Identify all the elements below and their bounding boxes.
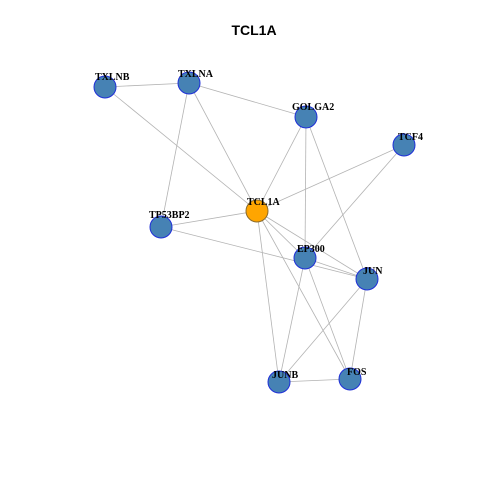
node-circle[interactable] xyxy=(294,105,318,129)
edge-ep300-fos xyxy=(304,257,351,380)
edge-ep300-junb xyxy=(278,257,306,383)
edge-junb-fos xyxy=(278,378,351,383)
edge-tp53bp2-jun xyxy=(160,226,368,280)
edge-tcf4-ep300 xyxy=(304,144,405,259)
node-fos[interactable]: FOS xyxy=(338,367,367,391)
node-label: FOS xyxy=(347,367,367,378)
edge-txlnb-tcl1a xyxy=(104,86,258,212)
edge-tcl1a-tp53bp2 xyxy=(160,210,258,228)
node-label: TCF4 xyxy=(398,132,423,143)
edge-txlna-tcl1a xyxy=(188,82,258,212)
node-circle[interactable] xyxy=(392,133,416,157)
node-tcf4[interactable]: TCF4 xyxy=(392,132,423,157)
node-golga2[interactable]: GOLGA2 xyxy=(292,102,334,129)
node-txlnb[interactable]: TXLNB xyxy=(93,72,130,99)
node-circle[interactable] xyxy=(93,75,117,99)
edge-jun-fos xyxy=(349,278,368,380)
node-txlna[interactable]: TXLNA xyxy=(177,69,214,95)
node-circle[interactable] xyxy=(338,367,362,391)
edge-txlna-tp53bp2 xyxy=(160,82,190,228)
node-circle[interactable] xyxy=(149,215,173,239)
node-label: TXLNA xyxy=(178,69,214,80)
edge-tcf4-tcl1a xyxy=(256,144,405,212)
edge-golga2-tcl1a xyxy=(256,116,307,212)
node-circle[interactable] xyxy=(267,370,291,394)
node-tp53bp2[interactable]: TP53BP2 xyxy=(149,210,190,239)
node-ep300[interactable]: EP300 xyxy=(293,244,325,270)
edge-tcl1a-fos xyxy=(256,210,351,380)
diagram-title: TCL1A xyxy=(231,22,276,38)
node-label: TP53BP2 xyxy=(149,210,190,221)
node-label: JUN xyxy=(363,266,383,277)
node-circle[interactable] xyxy=(293,246,317,270)
edge-golga2-jun xyxy=(305,116,368,280)
edge-jun-junb xyxy=(278,278,368,383)
node-label: EP300 xyxy=(297,244,325,255)
edge-txlnb-txlna xyxy=(104,82,190,88)
edge-tcl1a-jun xyxy=(256,210,368,280)
node-label: TXLNB xyxy=(95,72,130,83)
edge-layer xyxy=(104,82,405,383)
node-label: TCL1A xyxy=(247,197,281,208)
edge-golga2-ep300 xyxy=(304,116,307,259)
node-label: GOLGA2 xyxy=(292,102,334,113)
node-circle[interactable] xyxy=(177,71,201,95)
node-circle[interactable] xyxy=(355,267,379,291)
node-circle[interactable] xyxy=(245,199,269,223)
node-label: JUNB xyxy=(272,370,298,381)
edge-txlna-golga2 xyxy=(188,82,307,118)
node-junb[interactable]: JUNB xyxy=(267,370,298,394)
node-tcl1a[interactable]: TCL1A xyxy=(245,197,281,223)
node-jun[interactable]: JUN xyxy=(355,266,383,291)
edge-tcl1a-junb xyxy=(256,210,280,383)
